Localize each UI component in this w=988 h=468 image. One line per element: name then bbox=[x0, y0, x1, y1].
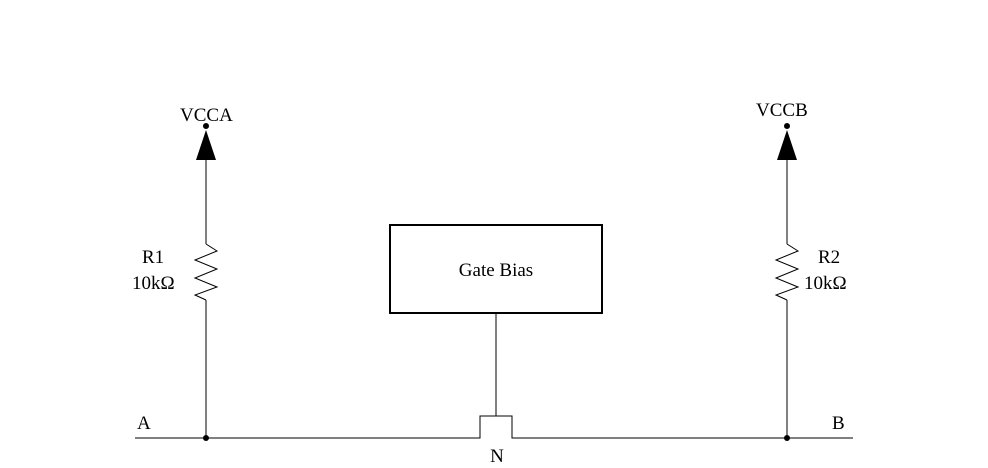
r1-value: 10kΩ bbox=[132, 273, 175, 294]
vcca-node bbox=[203, 123, 209, 129]
port-a-label: A bbox=[137, 413, 151, 434]
vcca-supply: VCCA bbox=[180, 105, 233, 160]
vccb-label: VCCB bbox=[756, 100, 808, 121]
node-a-junction bbox=[203, 435, 209, 441]
r1-designator: R1 bbox=[142, 247, 164, 268]
vccb-node bbox=[784, 123, 790, 129]
transistor-label: N bbox=[490, 446, 504, 467]
node-b-junction bbox=[784, 435, 790, 441]
r2-value: 10kΩ bbox=[804, 273, 847, 294]
vcca-label: VCCA bbox=[180, 105, 233, 126]
vccb-supply: VCCB bbox=[756, 100, 808, 160]
r1-resistor bbox=[193, 243, 219, 301]
gate-bias-label: Gate Bias bbox=[459, 260, 533, 281]
port-b-label: B bbox=[832, 413, 845, 434]
vccb-arrow-icon bbox=[777, 130, 797, 160]
vcca-arrow-icon bbox=[196, 130, 216, 160]
r2-resistor bbox=[774, 243, 800, 301]
pass-transistor-symbol bbox=[478, 415, 514, 439]
r2-designator: R2 bbox=[818, 247, 840, 268]
